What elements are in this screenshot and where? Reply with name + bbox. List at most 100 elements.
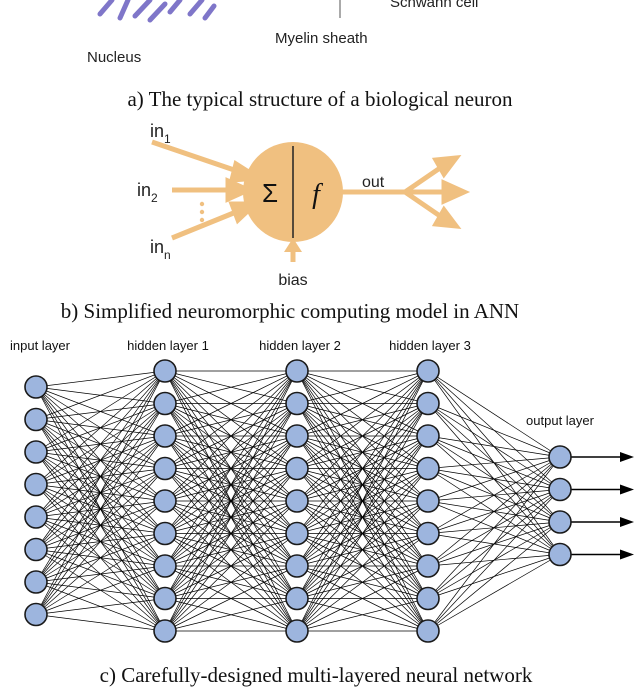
network-edge — [164, 403, 298, 632]
network-edge — [427, 456, 561, 502]
network-edge — [35, 533, 166, 615]
node-layer-1 — [24, 602, 48, 627]
caption-b: b) Simplified neuromorphic computing mod… — [61, 299, 519, 323]
input-ellipsis-dots — [199, 201, 205, 223]
network-edge — [296, 500, 429, 632]
node-layer-2 — [153, 619, 177, 643]
output-arrows-group — [571, 452, 634, 560]
node-layer-3 — [285, 521, 309, 546]
network-edge — [296, 370, 429, 567]
node-layer-4 — [416, 619, 440, 643]
node-layer-2 — [153, 521, 177, 546]
caption-a: a) The typical structure of a biological… — [127, 87, 513, 111]
network-edge — [35, 370, 166, 615]
nucleus-label: Nucleus — [87, 49, 141, 66]
layer-label-5: output layer — [526, 413, 595, 428]
network-edge — [35, 370, 166, 388]
input-arrows — [151, 139, 266, 241]
network-edge — [427, 370, 561, 458]
bias-arrowhead — [284, 238, 302, 252]
network-edge — [164, 565, 298, 632]
node-layer-4 — [416, 456, 440, 481]
network-edge — [35, 370, 166, 550]
node-layer-4 — [416, 554, 440, 578]
network-edge — [35, 370, 166, 485]
output-branch-up — [403, 165, 442, 195]
node-layer-4 — [416, 489, 440, 513]
node-layer-1 — [24, 375, 48, 399]
network-edge — [164, 370, 298, 567]
input-2-arrowhead — [225, 177, 255, 203]
layer-label-2: hidden layer 1 — [127, 338, 209, 353]
network-edge — [35, 435, 166, 615]
node-layer-4 — [416, 359, 440, 383]
sum-symbol: Σ — [262, 178, 278, 208]
network-edge — [427, 456, 561, 599]
node-layer-1 — [24, 537, 48, 562]
output-arrowhead-down — [431, 205, 462, 230]
layer-label-4: hidden layer 3 — [389, 338, 471, 353]
network-edge — [296, 370, 429, 632]
network-edge — [296, 370, 429, 599]
layer-label-3: hidden layer 2 — [259, 338, 341, 353]
network-edge — [296, 435, 429, 632]
output-arrowhead — [620, 549, 634, 560]
network-edge — [164, 370, 298, 469]
network-edge — [164, 370, 298, 404]
caption-c: c) Carefully-designed multi-layered neur… — [100, 663, 533, 687]
output-arrowhead — [620, 517, 634, 527]
node-layer-2 — [153, 489, 177, 513]
output-label: out — [362, 174, 385, 191]
node-layer-4 — [416, 586, 440, 611]
output-arrowhead-up — [431, 154, 462, 179]
network-edge — [296, 598, 429, 632]
neuron-dendrites-illustration — [97, 0, 217, 23]
input-1-label: in1 — [150, 121, 171, 146]
input-1-arrow-line — [151, 139, 241, 175]
network-edge — [164, 533, 298, 632]
network-edge — [35, 370, 166, 583]
bias-label: bias — [278, 272, 307, 289]
network-edge — [296, 370, 429, 437]
input-n-arrow-line — [171, 209, 237, 241]
network-edge — [296, 468, 429, 632]
output-branch-down — [403, 189, 442, 219]
network-edge — [35, 370, 166, 420]
network-edge — [427, 456, 561, 567]
output-arrowhead-mid — [441, 179, 471, 205]
network-edge — [427, 456, 561, 632]
network-edge — [296, 533, 429, 632]
network-nodes — [24, 359, 572, 643]
node-layer-2 — [153, 554, 177, 578]
node-layer-3 — [285, 586, 309, 611]
network-edge — [164, 370, 298, 534]
node-layer-3 — [285, 619, 309, 643]
network-edge — [296, 565, 429, 632]
network-edges — [35, 370, 561, 632]
node-layer-1 — [24, 440, 48, 464]
output-arrows — [342, 154, 471, 230]
node-layer-3 — [285, 456, 309, 481]
input-n-label: inn — [150, 237, 171, 262]
network-edge — [296, 370, 429, 469]
node-layer-5 — [548, 510, 572, 534]
network-edge — [164, 370, 298, 502]
network-edge — [35, 598, 166, 615]
node-layer-5 — [548, 542, 572, 567]
network-edge — [164, 468, 298, 632]
network-edge — [35, 403, 166, 615]
node-layer-1 — [24, 472, 48, 497]
network-edge — [35, 614, 166, 632]
node-layer-3 — [285, 554, 309, 578]
network-edge — [164, 598, 298, 632]
node-layer-2 — [153, 424, 177, 448]
network-edge — [427, 403, 561, 458]
node-layer-2 — [153, 359, 177, 383]
node-layer-2 — [153, 456, 177, 481]
network-edge — [164, 370, 298, 599]
network-edge — [35, 370, 166, 518]
network-edge — [427, 489, 561, 632]
